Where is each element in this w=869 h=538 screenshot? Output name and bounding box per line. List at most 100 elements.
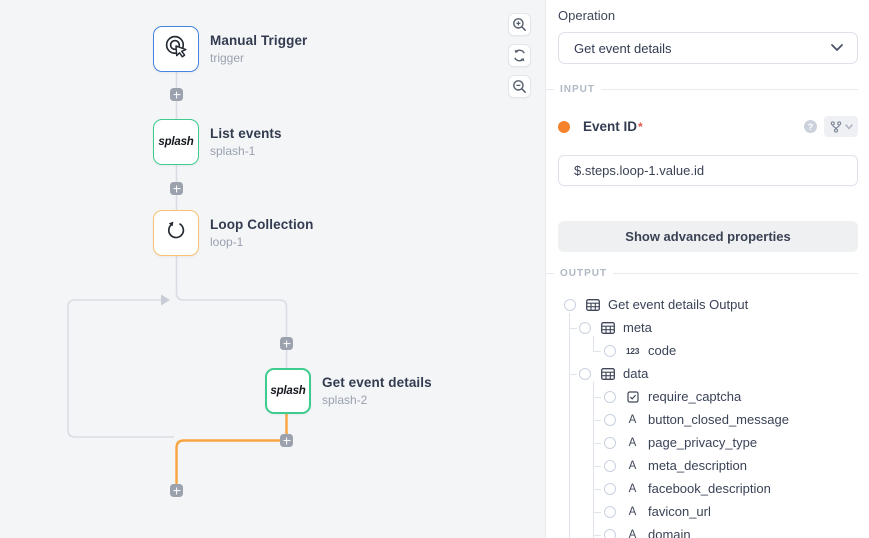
node-get-event-details[interactable]: splash Get event details splash-2 — [265, 368, 432, 414]
operation-selected-value: Get event details — [574, 40, 672, 56]
connector-lines — [67, 72, 288, 485]
fork-icon — [830, 120, 841, 133]
tree-node-label: favicon_url — [648, 504, 711, 519]
output-tree-row[interactable]: meta — [558, 316, 869, 339]
string-type-icon: A — [628, 482, 637, 495]
tree-node-label: meta — [623, 320, 652, 335]
tree-radio-button[interactable] — [604, 505, 616, 518]
node-subtitle: splash-1 — [210, 144, 256, 158]
show-advanced-properties-button[interactable]: Show advanced properties — [558, 221, 858, 252]
refresh-view-button[interactable] — [508, 44, 531, 67]
workflow-canvas[interactable]: Manual Trigger trigger splash List event… — [0, 0, 545, 538]
tree-node-label: meta_description — [648, 458, 747, 473]
add-step-button[interactable] — [280, 337, 293, 350]
tree-radio-button[interactable] — [604, 344, 616, 357]
node-title: Manual Trigger — [210, 33, 308, 48]
step-config-panel: Operation Get event details INPUT Event … — [545, 0, 869, 538]
click-trigger-icon — [163, 33, 190, 65]
add-step-button[interactable] — [170, 88, 183, 101]
help-icon[interactable]: ? — [804, 120, 817, 133]
active-connector — [175, 439, 282, 485]
tree-radio-button[interactable] — [604, 413, 616, 426]
object-type-icon — [600, 367, 615, 380]
input-section-divider: INPUT — [546, 83, 858, 95]
string-type-icon: A — [628, 505, 637, 518]
chevron-down-icon — [844, 123, 853, 130]
string-type-icon: A — [628, 528, 637, 538]
required-asterisk: * — [638, 120, 643, 134]
output-tree-row[interactable]: 123 code — [558, 339, 869, 362]
tree-node-label: page_privacy_type — [648, 435, 758, 450]
required-field-dot-icon — [558, 120, 570, 133]
tree-radio-button[interactable] — [579, 367, 591, 380]
output-tree-row[interactable]: data — [558, 362, 869, 385]
zoom-in-button[interactable] — [508, 13, 531, 36]
canvas-toolbar — [508, 13, 531, 98]
tree-radio-button[interactable] — [604, 459, 616, 472]
zoom-out-icon — [513, 80, 526, 93]
node-icon-box: splash — [265, 368, 311, 414]
tree-node-label: domain — [648, 527, 691, 538]
output-tree-row[interactable]: Get event details Output — [558, 293, 869, 316]
tree-radio-button[interactable] — [604, 482, 616, 495]
node-title: Get event details — [322, 375, 432, 390]
chevron-down-icon — [830, 39, 844, 57]
node-title: Loop Collection — [210, 217, 314, 232]
node-list-events[interactable]: splash List events splash-1 — [153, 119, 282, 165]
node-subtitle: splash-2 — [322, 393, 368, 407]
zoom-in-icon — [513, 18, 526, 31]
tree-node-label: require_captcha — [648, 389, 742, 404]
string-type-icon: A — [628, 413, 637, 426]
splash-logo: splash — [270, 385, 306, 397]
output-section-divider: OUTPUT — [546, 267, 858, 279]
zoom-out-button[interactable] — [508, 75, 531, 98]
node-icon-box — [153, 26, 199, 72]
node-subtitle: loop-1 — [210, 235, 244, 249]
tree-node-label: code — [648, 343, 677, 358]
input-section-label: INPUT — [560, 83, 595, 95]
node-title: List events — [210, 126, 282, 141]
tree-node-label: button_closed_message — [648, 412, 789, 427]
tree-radio-button[interactable] — [604, 436, 616, 449]
object-type-icon — [585, 298, 600, 311]
loop-back-line — [67, 299, 174, 438]
node-manual-trigger[interactable]: Manual Trigger trigger — [153, 26, 307, 72]
output-section-label: OUTPUT — [560, 267, 608, 279]
tree-radio-button[interactable] — [604, 528, 616, 538]
loop-icon — [163, 218, 189, 249]
refresh-icon — [514, 49, 525, 62]
node-subtitle: trigger — [210, 51, 245, 65]
operation-label: Operation — [558, 8, 616, 23]
tree-radio-button[interactable] — [604, 390, 616, 403]
number-type-icon: 123 — [625, 345, 640, 356]
add-step-button[interactable] — [280, 434, 293, 447]
add-step-button[interactable] — [170, 484, 183, 497]
splash-logo: splash — [158, 136, 194, 148]
node-loop-collection[interactable]: Loop Collection loop-1 — [153, 210, 314, 256]
tree-node-label: Get event details Output — [608, 297, 749, 312]
tree-radio-button[interactable] — [579, 321, 591, 334]
string-type-icon: A — [628, 459, 637, 472]
loop-arrowhead-icon — [161, 294, 170, 306]
tree-guide-line — [593, 336, 594, 351]
operation-select[interactable]: Get event details — [558, 32, 858, 64]
event-id-input[interactable] — [558, 155, 858, 186]
tree-guide-line — [593, 382, 594, 538]
add-step-button[interactable] — [170, 182, 183, 195]
tree-node-label: facebook_description — [648, 481, 771, 496]
boolean-type-icon — [625, 390, 640, 403]
node-icon-box: splash — [153, 119, 199, 165]
node-icon-box — [153, 210, 199, 256]
string-type-icon: A — [628, 436, 637, 449]
tree-radio-button[interactable] — [564, 298, 576, 311]
output-tree-row[interactable]: require_captcha — [558, 385, 869, 408]
event-id-label: Event ID* — [583, 119, 643, 134]
event-id-field-row: Event ID* ? — [558, 116, 858, 137]
field-mapping-button[interactable] — [824, 116, 858, 137]
